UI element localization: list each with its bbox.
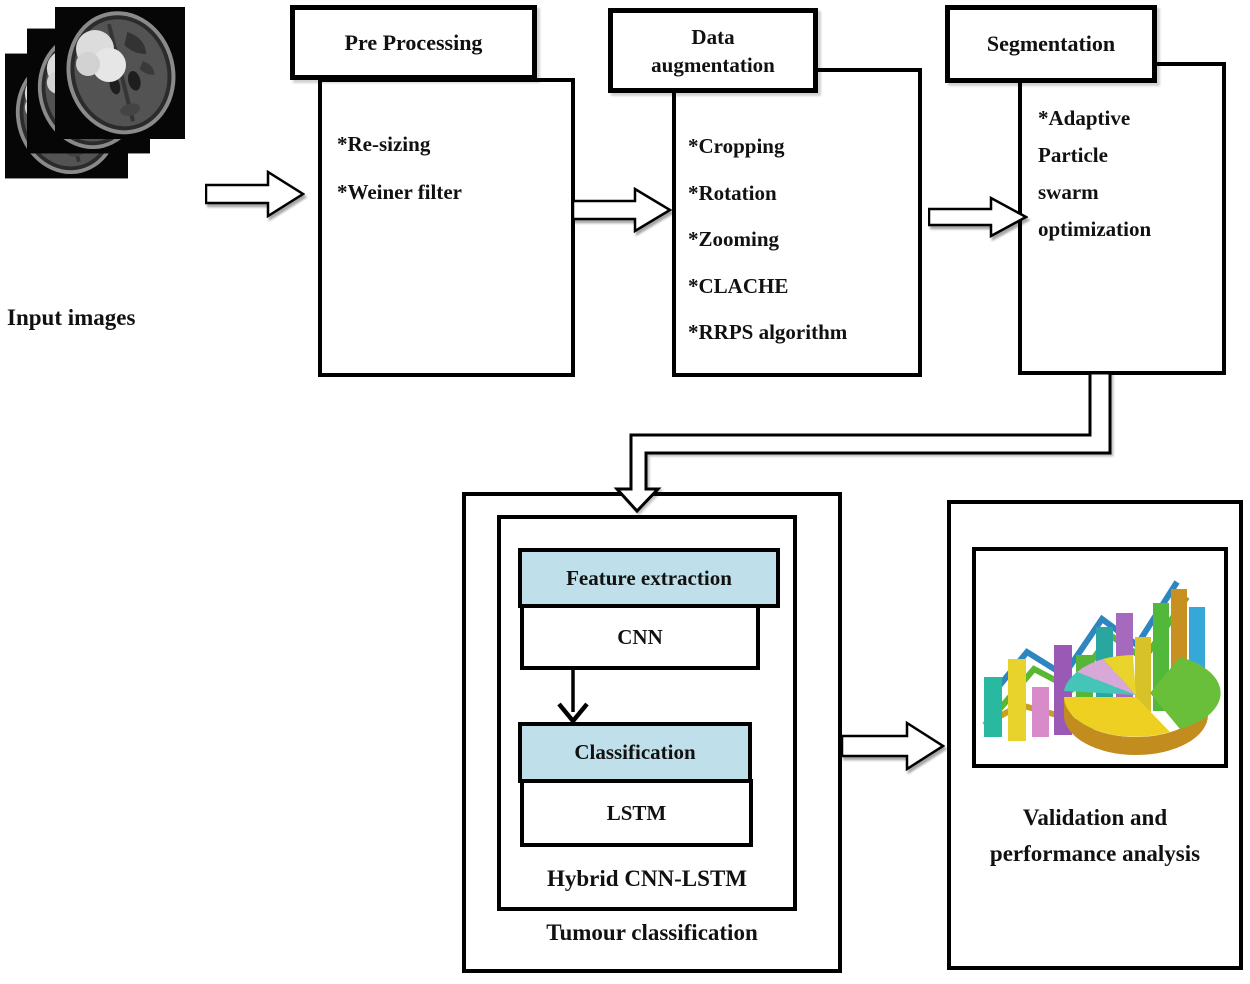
preprocessing-item: *Re-sizing [337,132,431,156]
augmentation-title: Data augmentation [651,24,775,77]
preprocessing-title-box: Pre Processing [290,5,537,80]
segmentation-title: Segmentation [986,31,1116,56]
augmentation-item: *CLACHE [688,273,789,298]
augmentation-items: *Cropping *Rotation *Zooming *CLACHE *RR… [688,123,847,356]
classification-header: Classification [518,722,752,783]
input-images-label: Input images [7,305,136,330]
augmentation-item: *Cropping [688,134,785,158]
performance-chart-image [972,547,1228,768]
segmentation-items: *Adaptive Particle swarm optimization [1038,106,1152,241]
preprocessing-item: *Weiner filter [337,180,462,204]
validation-label: Validation and performance analysis [989,805,1201,866]
hybrid-cnn-lstm-label: Hybrid CNN-LSTM [547,866,747,891]
feature-extraction-header: Feature extraction [518,548,780,608]
augmentation-item: *Rotation [688,180,777,205]
preprocessing-title: Pre Processing [344,29,483,55]
elbow-connector-down-icon [613,371,1112,514]
classification-label: Classification [574,740,696,764]
brain-mri-image [55,7,185,139]
flow-arrow-right-icon [841,720,945,772]
preprocessing-content-box [318,78,575,377]
lstm-box: LSTM [520,779,753,847]
input-images-stack [0,0,200,250]
augmentation-item: *Zooming [688,227,780,251]
cnn-label: CNN [617,624,663,649]
augmentation-content-box [672,68,922,377]
arrow-down-icon [557,670,589,725]
lstm-label: LSTM [606,800,667,825]
flow-arrow-right-icon [928,196,1028,238]
tumour-classification-label: Tumour classification [546,920,758,945]
flow-arrow-right-icon [205,170,305,218]
preprocessing-items: *Re-sizing *Weiner filter [337,120,462,216]
flow-arrow-right-icon [572,187,672,233]
augmentation-title-box: Data augmentation [608,8,818,93]
feature-extraction-label: Feature extraction [566,565,732,590]
augmentation-item: *RRPS algorithm [688,320,848,344]
cnn-box: CNN [520,604,760,670]
segmentation-title-box: Segmentation [945,5,1157,83]
